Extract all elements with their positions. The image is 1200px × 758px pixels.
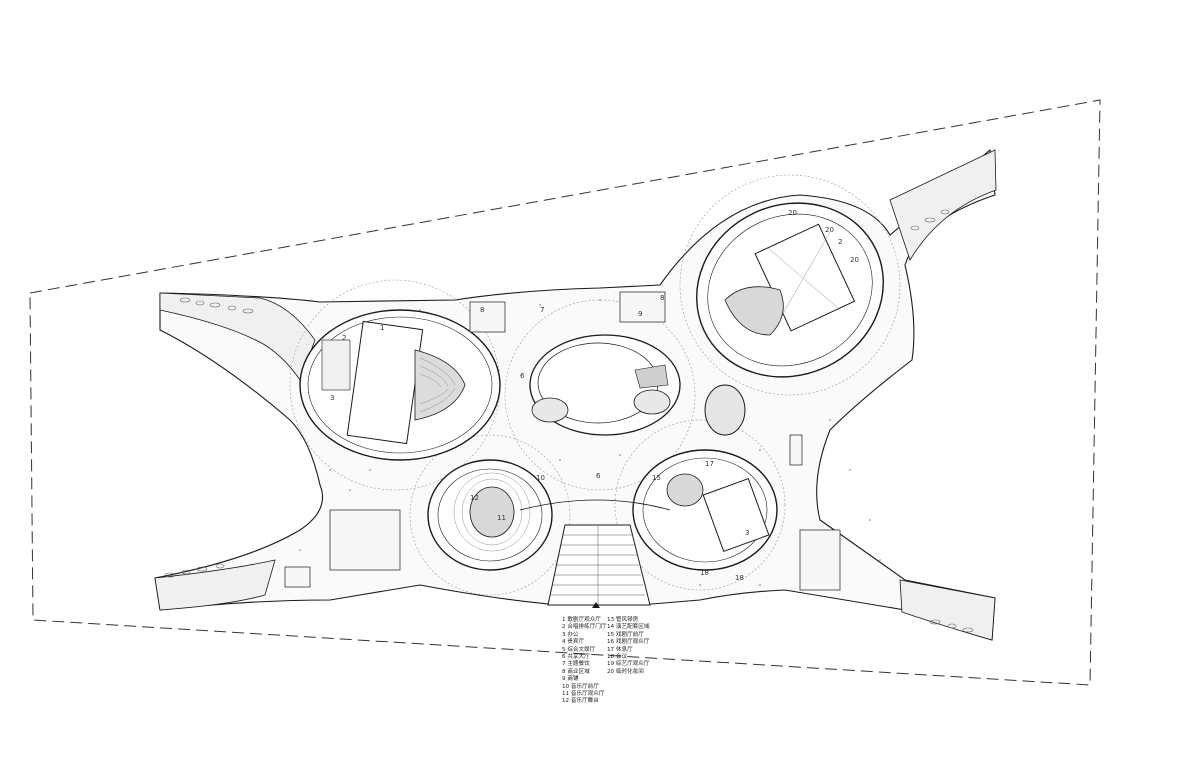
east-upper-wing (889, 149, 997, 261)
music-hall (427, 459, 553, 571)
west-lower-wing (154, 559, 276, 611)
drama-hall (632, 449, 778, 571)
legend-item: 16 戏剧厅观众厅 (607, 639, 650, 646)
legend-item: 15 戏剧厅前厅 (607, 631, 644, 638)
legend-item: 6 共享大厅 (562, 653, 590, 660)
legend-item: 12 音乐厅舞台 (562, 698, 599, 705)
column-grid (299, 299, 881, 586)
legend-item: 9 商铺 (562, 676, 579, 683)
site-boundary (29, 99, 1101, 686)
room-label: 20 (788, 209, 797, 217)
room-label: 2 (342, 334, 346, 342)
room-label: 11 (497, 514, 506, 522)
legend-item: 20 临时化妆间 (607, 668, 644, 675)
landscape-pebbles (164, 209, 974, 633)
room-label: 3 (745, 529, 749, 537)
room-label: 17 (705, 460, 714, 468)
legend-item: 10 音乐厅前厅 (562, 683, 599, 690)
grand-staircase (519, 499, 671, 606)
room-labels: 1 2 3 11 12 15 17 18 18 3 20 20 2 20 6 6… (330, 209, 859, 582)
auxiliary-blocks (284, 291, 841, 591)
studio-theatre (696, 202, 884, 378)
west-upper-wing (159, 292, 316, 381)
room-label: 20 (850, 256, 859, 264)
legend-item: 8 商业区域 (562, 668, 590, 675)
entrance-arrow-icon (592, 602, 600, 608)
room-label: 7 (540, 306, 544, 314)
legend-item: 2 合唱排练厅门厅 (562, 624, 607, 631)
legend-left: 1 歌剧厅观众厅 2 合唱排练厅门厅 3 办公 4 贵宾厅 5 综合文娱厅 6 … (562, 617, 607, 706)
legend-item: 7 主题餐饮 (562, 661, 590, 668)
central-hall (529, 334, 681, 436)
room-label: 1 (380, 324, 384, 332)
room-label: 12 (470, 494, 479, 502)
opera-hall (299, 309, 501, 461)
room-label: 3 (330, 394, 334, 402)
legend-item: 13 管风琴房 (607, 617, 639, 623)
room-label: 8 (660, 294, 664, 302)
room-label: 20 (825, 226, 834, 234)
legend-item: 3 办公 (562, 631, 579, 638)
legend-item: 19 综艺厅观众厅 (607, 661, 650, 668)
room-label: 18 (735, 574, 744, 582)
rehearsal-pod (704, 384, 746, 436)
legend-item: 1 歌剧厅观众厅 (562, 617, 601, 623)
room-label: 15 (652, 474, 661, 482)
room-label: 9 (638, 310, 642, 318)
legend-item: 4 贵宾厅 (562, 639, 585, 646)
room-label: 8 (480, 306, 484, 314)
legend-item: 18 会议 (607, 653, 628, 660)
room-label: 2 (838, 238, 842, 246)
legend-item: 14 演艺配套区域 (607, 624, 650, 631)
room-label: 18 (700, 569, 709, 577)
room-label: 6 (520, 372, 525, 380)
legend-right: 13 管风琴房 14 演艺配套区域 15 戏剧厅前厅 16 戏剧厅观众厅 17 … (607, 617, 649, 676)
room-label: 10 (536, 474, 545, 482)
legend-item: 11 音乐厅观众厅 (562, 690, 605, 697)
legend-item: 5 综合文娱厅 (562, 646, 596, 653)
legend-item: 17 休息厅 (607, 646, 633, 653)
room-label: 6 (596, 472, 601, 480)
